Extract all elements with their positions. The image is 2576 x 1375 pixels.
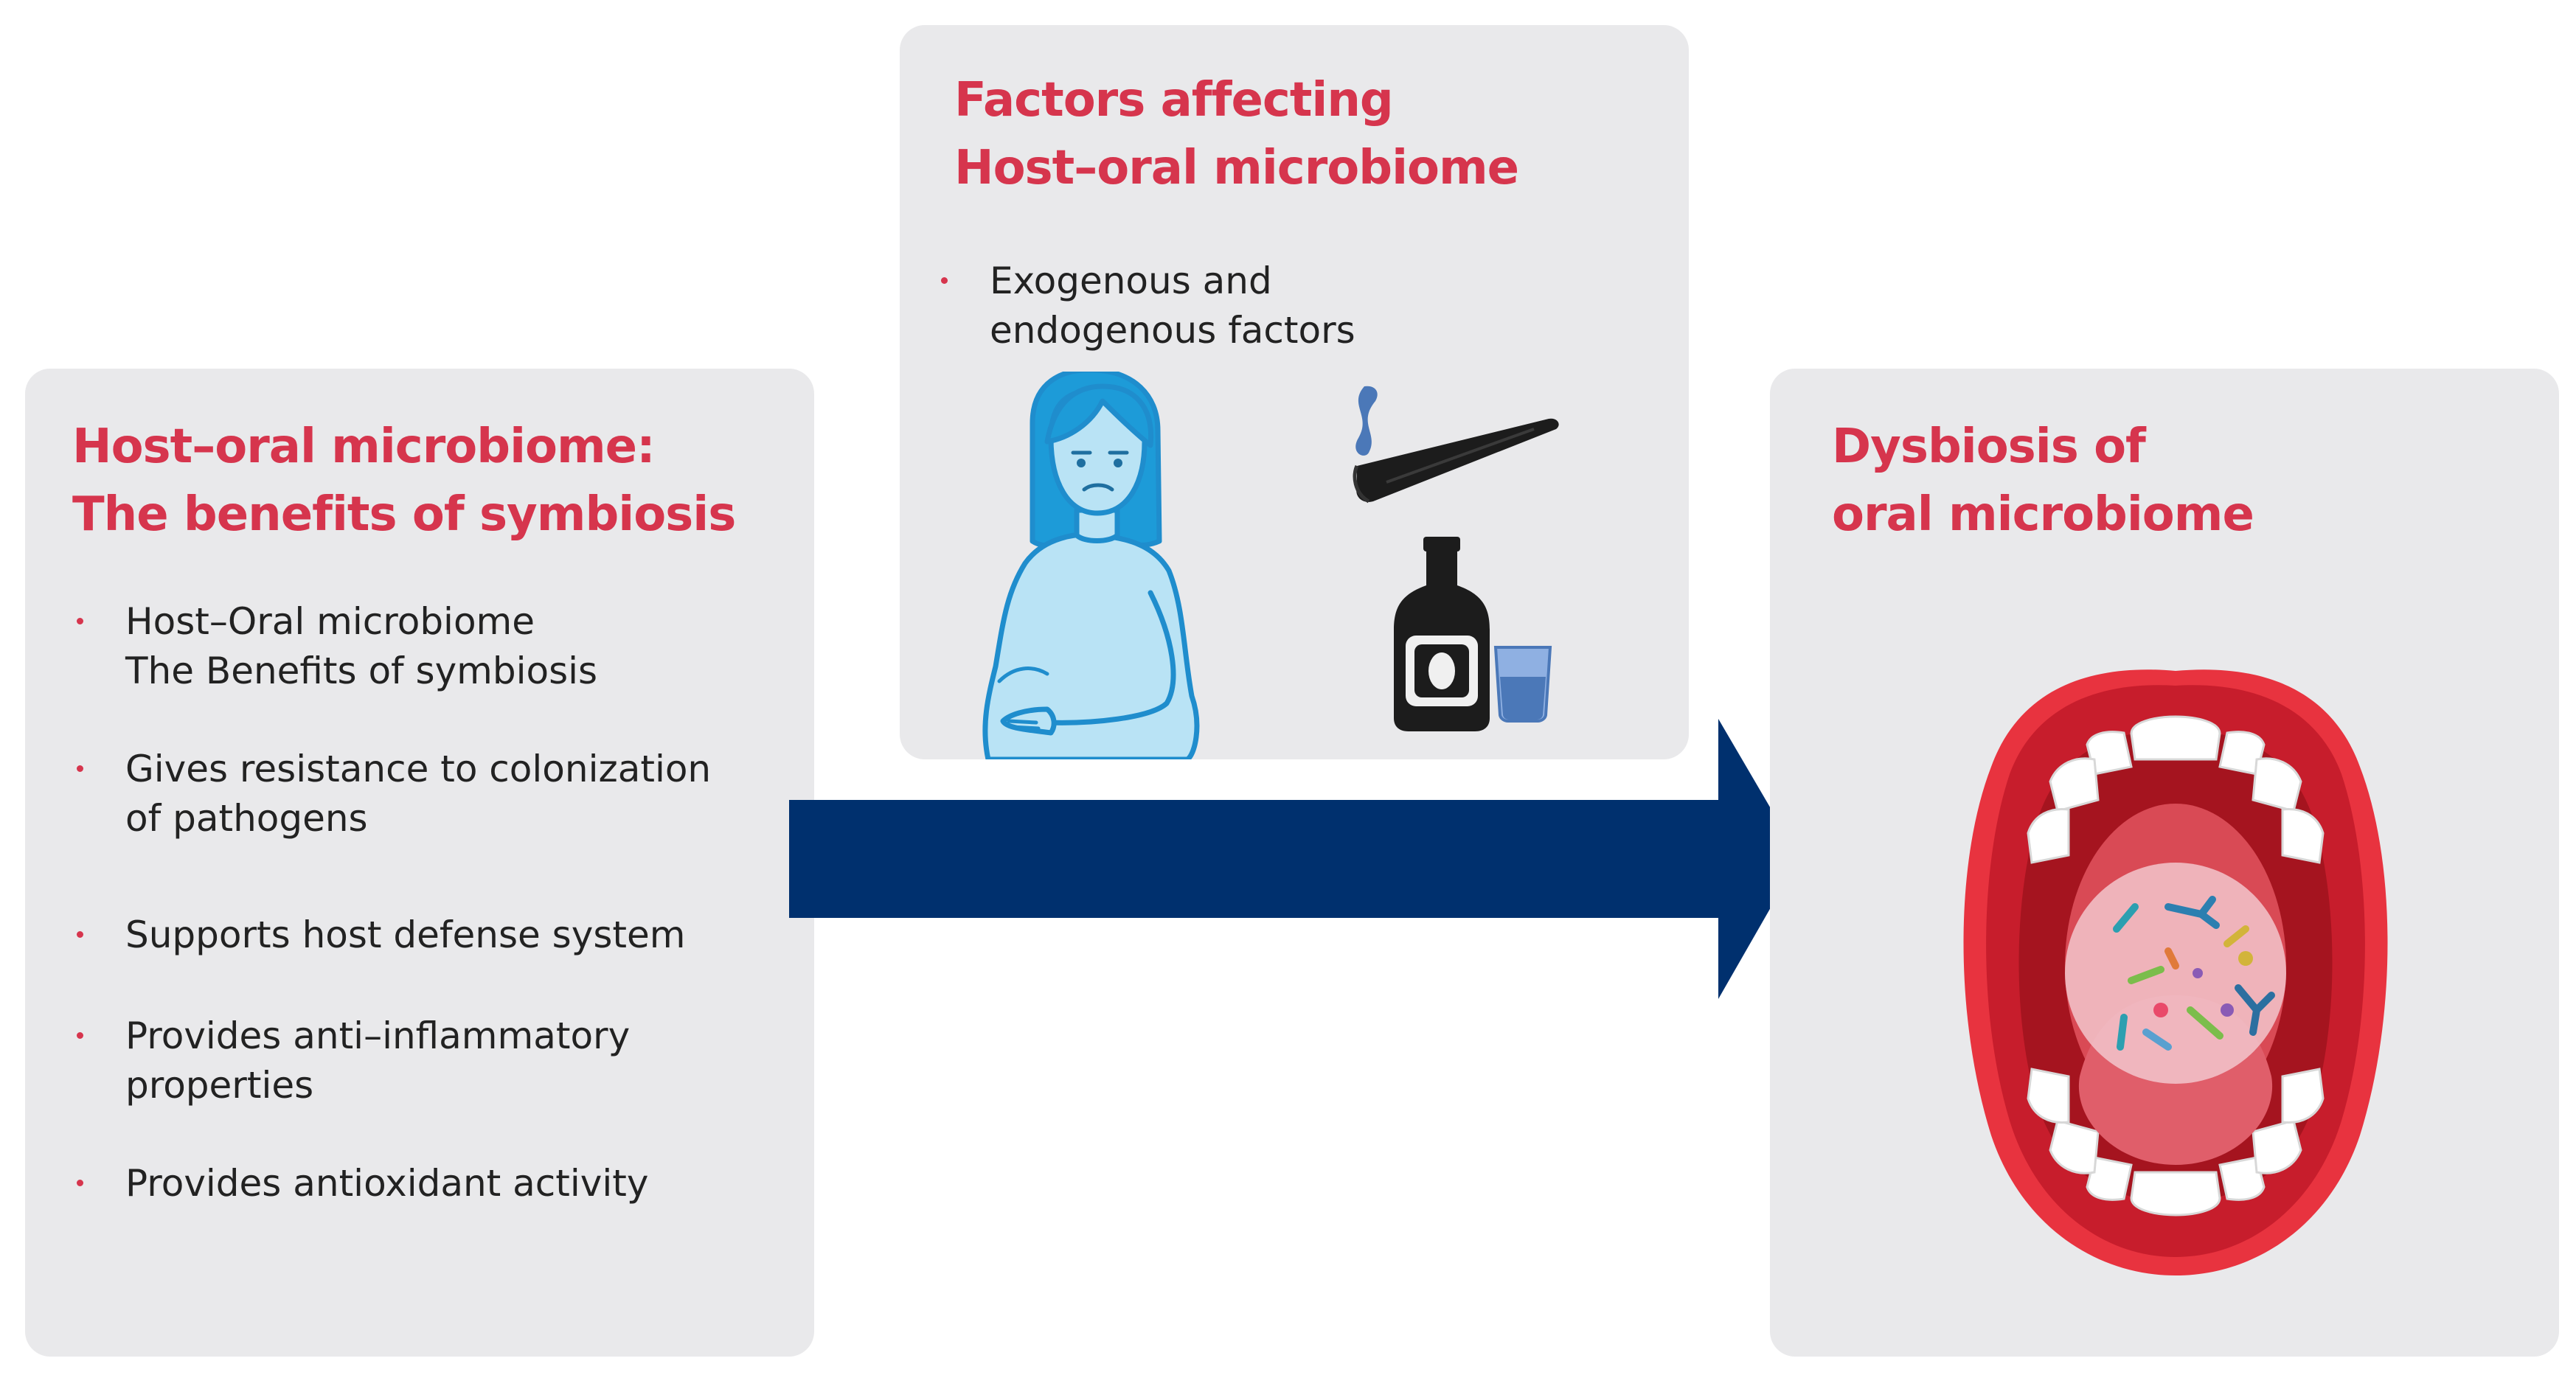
- benefit-item-line: Gives resistance to colonization: [125, 748, 712, 790]
- benefit-item-line: properties: [125, 1064, 314, 1107]
- dysbiosis-panel: Dysbiosis of oral microbiome: [1770, 369, 2559, 1357]
- factors-title: Factors affecting Host–oral microbiome: [954, 66, 1519, 202]
- benefits-title: Host–oral microbiome: The benefits of sy…: [72, 413, 736, 549]
- factors-panel: Factors affecting Host–oral microbiome E…: [900, 25, 1689, 759]
- bullet-dot-icon: [77, 618, 83, 624]
- benefits-title-line-1: Host–oral microbiome:: [72, 420, 656, 474]
- benefits-panel: Host–oral microbiome: The benefits of sy…: [25, 369, 814, 1357]
- bullet-dot-icon: [77, 1180, 83, 1186]
- dysbiosis-title-line-1: Dysbiosis of: [1832, 420, 2146, 474]
- benefit-item-line: Supports host defense system: [125, 913, 686, 956]
- bullet-dot-icon: [77, 931, 83, 938]
- pregnant-woman-icon: [982, 372, 1200, 759]
- factor-item-line: endogenous factors: [990, 309, 1355, 352]
- open-mouth-microbes-icon: [1963, 669, 2388, 1275]
- dysbiosis-title-line-2: oral microbiome: [1832, 487, 2254, 542]
- flow-arrow-icon: [789, 719, 1799, 999]
- factors-title-line-2: Host–oral microbiome: [954, 141, 1519, 195]
- bullet-dot-icon: [941, 277, 948, 284]
- benefits-title-line-2: The benefits of symbiosis: [72, 487, 736, 542]
- dysbiosis-title: Dysbiosis of oral microbiome: [1832, 413, 2254, 549]
- cigarette-icon: [1353, 386, 1559, 504]
- factor-item-line: Exogenous and: [990, 260, 1272, 302]
- benefit-item-line: Provides antioxidant activity: [125, 1162, 649, 1205]
- glass-icon: [1493, 646, 1552, 723]
- benefit-item-line: The Benefits of symbiosis: [125, 650, 598, 692]
- benefit-item-line: Host–Oral microbiome: [125, 600, 535, 643]
- factors-list: Exogenous and endogenous factors: [941, 257, 1355, 355]
- bullet-dot-icon: [77, 1032, 83, 1039]
- benefit-item: Provides antioxidant activity: [77, 1159, 711, 1208]
- benefit-item-line: of pathogens: [125, 797, 368, 840]
- benefit-item: Provides anti–inflammatory properties: [77, 1012, 711, 1110]
- liquor-bottle-icon: [1394, 537, 1490, 731]
- factors-title-line-1: Factors affecting: [954, 73, 1394, 128]
- benefit-item-line: Provides anti–inflammatory: [125, 1014, 631, 1057]
- benefit-item: Gives resistance to colonization of path…: [77, 745, 711, 843]
- benefit-item: Host–Oral microbiome The Benefits of sym…: [77, 597, 711, 696]
- bullet-dot-icon: [77, 765, 83, 772]
- factor-item: Exogenous and endogenous factors: [941, 257, 1355, 355]
- benefit-item: Supports host defense system: [77, 911, 711, 960]
- benefits-list: Host–Oral microbiome The Benefits of sym…: [77, 597, 711, 1208]
